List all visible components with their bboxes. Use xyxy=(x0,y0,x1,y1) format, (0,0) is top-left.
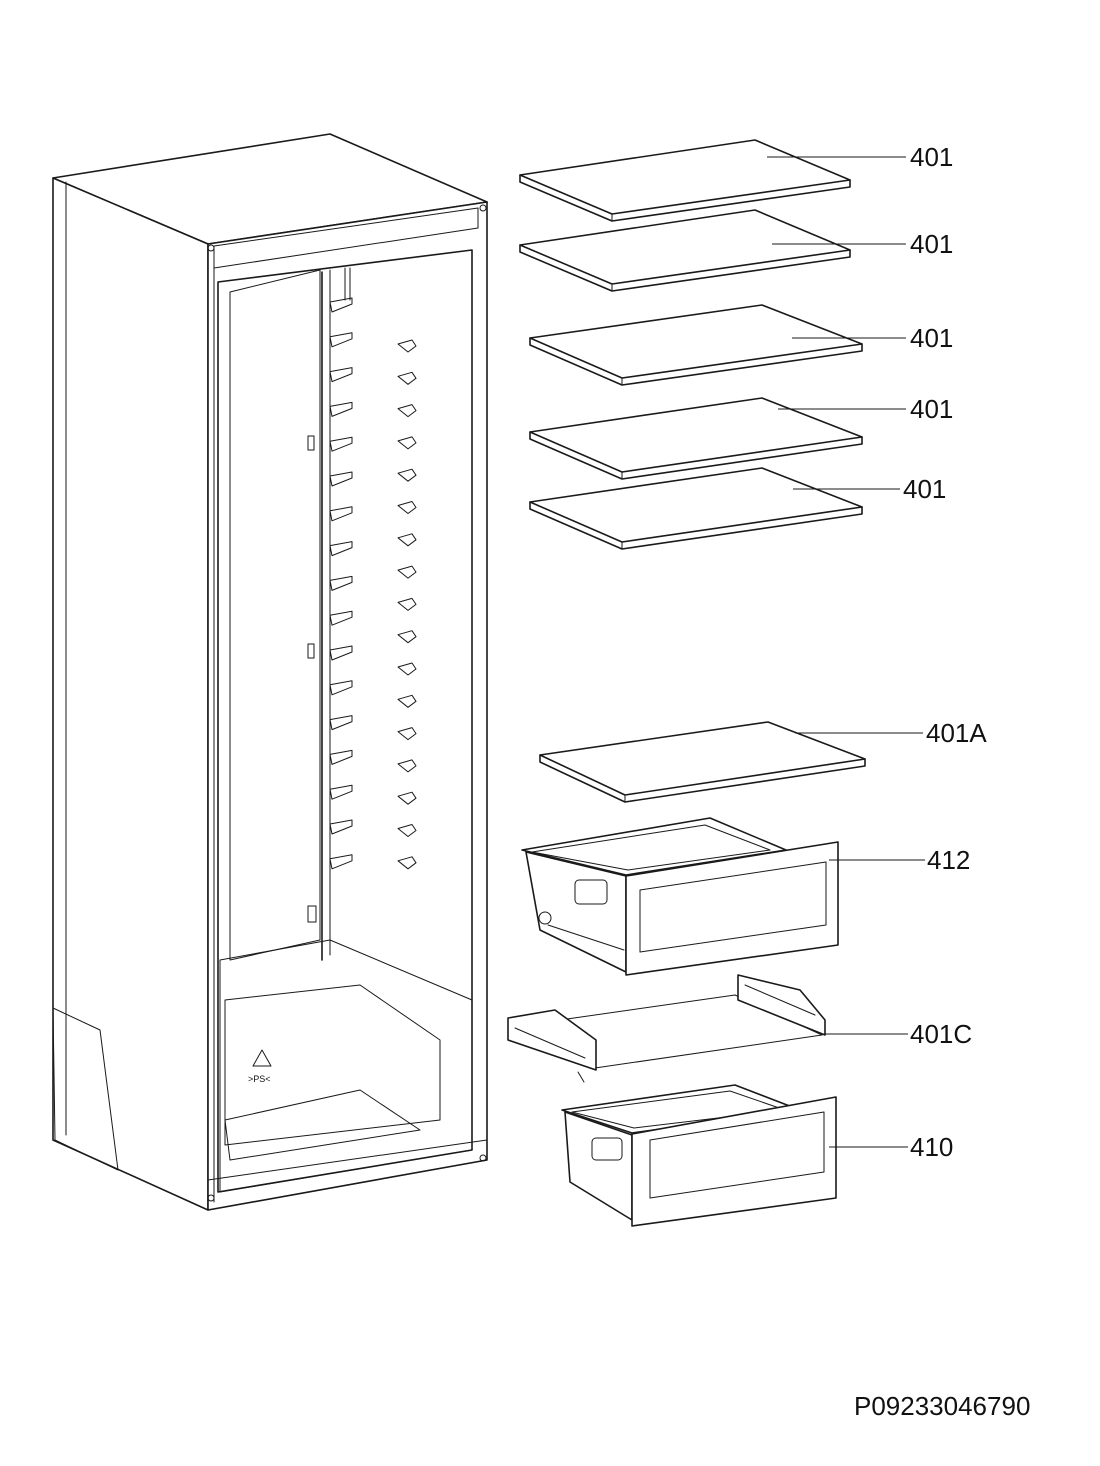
label-shelf-2: 401 xyxy=(910,229,953,259)
fridge-cabinet: >PS< xyxy=(52,133,488,1211)
drawing-code: P09233046790 xyxy=(854,1391,1030,1421)
rail-bracket xyxy=(329,471,353,487)
rail-bracket xyxy=(329,680,353,696)
wall-bracket xyxy=(397,501,417,514)
crisper-drawer-upper xyxy=(521,817,839,976)
glass-shelf-5 xyxy=(529,467,863,550)
wall-bracket xyxy=(397,824,417,837)
wall-bracket xyxy=(397,468,417,482)
rail-bracket xyxy=(329,506,353,522)
rail-bracket xyxy=(329,401,353,417)
rail-bracket xyxy=(329,575,353,591)
leader-lines xyxy=(767,156,925,1148)
rail-bracket xyxy=(329,367,353,383)
glass-shelf-4 xyxy=(529,397,863,480)
shelf-supports-rail xyxy=(329,297,353,870)
label-drawer-upper: 412 xyxy=(927,845,970,875)
wall-bracket xyxy=(397,533,417,547)
wall-bracket xyxy=(397,371,417,385)
wall-bracket xyxy=(397,630,417,644)
rail-bracket xyxy=(329,715,353,731)
wall-bracket xyxy=(397,759,417,773)
wall-bracket xyxy=(397,436,417,450)
glass-shelf-lower xyxy=(539,721,866,803)
wall-bracket xyxy=(397,662,417,676)
rail-bracket xyxy=(329,645,353,661)
rail-bracket xyxy=(329,332,353,348)
rail-bracket xyxy=(329,819,353,835)
rail-bracket xyxy=(329,297,353,313)
label-shelf-lower: 401A xyxy=(926,718,987,748)
wall-bracket xyxy=(397,597,417,611)
rail-bracket xyxy=(329,436,353,452)
glass-shelves xyxy=(519,139,866,803)
label-shelf-5: 401 xyxy=(903,474,946,504)
label-drawer-lower: 410 xyxy=(910,1132,953,1162)
wall-bracket xyxy=(397,791,417,805)
glass-shelf-2 xyxy=(519,209,851,292)
label-shelf-3: 401 xyxy=(910,323,953,353)
drawer-cover-with-rails xyxy=(507,974,826,1083)
wall-bracket xyxy=(397,339,417,353)
rail-bracket xyxy=(329,854,353,870)
wall-bracket xyxy=(397,856,417,870)
rail-bracket xyxy=(329,749,353,765)
label-drawer-cover: 401C xyxy=(910,1019,972,1049)
rail-bracket xyxy=(329,541,353,557)
recycle-mark: >PS< xyxy=(248,1074,271,1084)
cabinet-left-side xyxy=(52,177,209,1211)
rail-bracket xyxy=(329,610,353,626)
glass-shelf-1 xyxy=(519,139,851,222)
wall-bracket xyxy=(397,694,417,708)
wall-bracket xyxy=(397,727,417,741)
cabinet-liner xyxy=(217,249,473,1193)
wall-bracket xyxy=(397,404,417,418)
label-shelf-4: 401 xyxy=(910,394,953,424)
crisper-drawer-lower xyxy=(561,1084,837,1227)
shelf-supports-wall xyxy=(397,339,417,870)
part-labels: 401 401 401 401 401 401A 412 401C 410 xyxy=(903,142,987,1162)
glass-shelf-3 xyxy=(529,304,863,386)
label-shelf-1: 401 xyxy=(910,142,953,172)
rail-bracket xyxy=(329,784,353,800)
wall-bracket xyxy=(397,565,417,579)
